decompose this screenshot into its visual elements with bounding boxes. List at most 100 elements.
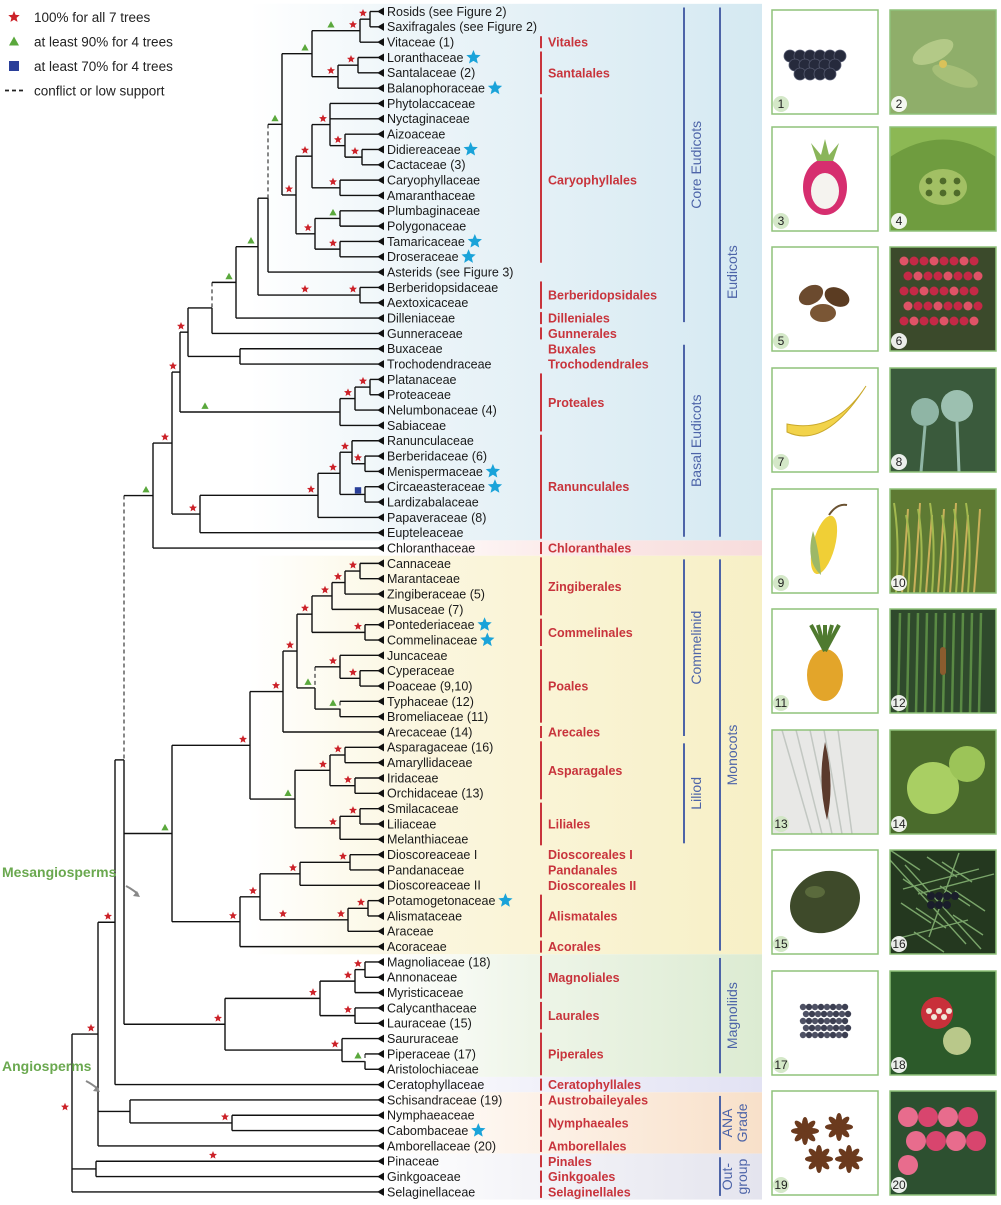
support-star [189, 503, 197, 512]
photo-shape [907, 762, 959, 814]
taxon-label: Polygonaceae [387, 220, 466, 234]
photo-shape [828, 503, 848, 516]
pepper-shape [805, 1017, 813, 1025]
order-label: Acorales [548, 940, 601, 954]
tip-arrowhead [377, 344, 384, 353]
support-star [334, 744, 342, 753]
support-star [354, 453, 362, 462]
photo-shape [935, 901, 943, 909]
photo-image [890, 247, 996, 351]
photo-number: 8 [896, 455, 903, 469]
pepper-shape [841, 1031, 849, 1039]
taxon-label: Ceratophyllaceae [387, 1078, 484, 1092]
photo-number: 2 [896, 97, 903, 111]
photo-corn: 9 [771, 488, 879, 594]
pepper-shape [826, 1010, 834, 1018]
order-label: Ranunculales [548, 480, 629, 494]
photo-frame [771, 608, 879, 714]
photo-shape [917, 873, 995, 895]
berry-shape [919, 286, 929, 296]
tip-arrowhead [377, 957, 384, 966]
photo-cattail: 12 [889, 608, 997, 714]
order-label: Proteales [548, 396, 604, 410]
support-triangle [161, 823, 169, 831]
magnoliid-band [380, 954, 762, 1077]
photo-shape [932, 612, 938, 713]
taxon-label: Nelumbonaceae (4) [387, 403, 497, 417]
photo-shape [939, 177, 947, 185]
photo-shape [939, 60, 947, 68]
taxon-label: Araceae [387, 925, 434, 939]
photo-shape [789, 870, 861, 934]
taxon-label: Aextoxicaceae [387, 296, 468, 310]
group-label-line: group [734, 1158, 750, 1194]
photo-shape [927, 892, 935, 900]
berry-shape [909, 256, 919, 266]
support-star [351, 146, 359, 155]
taxon-label: Nyctaginaceae [387, 112, 470, 126]
taxon-label: Pandanaceae [387, 863, 464, 877]
photo-shape [940, 647, 946, 675]
tip-arrowhead [377, 942, 384, 951]
pepper-shape [832, 1024, 840, 1032]
support-star [344, 775, 352, 784]
tip-arrowhead [377, 237, 384, 246]
support-star [329, 463, 337, 471]
tip-arrowhead [377, 881, 384, 890]
taxon-label: Sabiaceae [387, 419, 446, 433]
photo-number-badge [773, 1177, 789, 1193]
highlight-star-icon [498, 893, 513, 907]
photo-image [807, 624, 843, 701]
tip-arrowhead [377, 911, 384, 920]
photo-amborella-fruit: 20 [889, 1090, 997, 1196]
tip-arrowhead [377, 84, 384, 93]
taxon-label: Eupteleaceae [387, 526, 464, 540]
photo-number-badge [773, 695, 789, 711]
photo-shape [810, 531, 821, 575]
legend-label: conflict or low support [34, 84, 165, 99]
photo-shape [919, 425, 927, 472]
support-star [309, 988, 317, 996]
support-star [209, 1151, 217, 1159]
tip-arrowhead [377, 774, 384, 782]
photo-background [772, 247, 878, 351]
taxon-label: Zingiberaceae (5) [387, 587, 485, 601]
taxon-label: Dioscoreaceae I [387, 848, 477, 862]
photo-image [799, 1003, 852, 1039]
support-star [319, 760, 327, 768]
tip-arrowhead [377, 390, 384, 399]
photo-shape [953, 177, 961, 185]
taxon-label: Didiereaceae [387, 143, 461, 157]
photo-shape [951, 892, 959, 900]
tip-arrowhead [377, 743, 384, 752]
support-star [349, 806, 357, 814]
support-star [319, 114, 327, 122]
support-star [161, 432, 169, 441]
support-star [349, 668, 357, 676]
photo-image [803, 139, 847, 215]
support-star [214, 1014, 222, 1022]
order-label: Gunnerales [548, 327, 617, 341]
taxon-label: Cyperaceae [387, 664, 454, 678]
pepper-shape [841, 1003, 849, 1011]
highlight-star-icon [471, 1123, 486, 1137]
support-triangle [301, 44, 309, 51]
berry-shape [933, 301, 943, 311]
angiosperms-arrowhead [93, 1086, 100, 1092]
berry-shape [959, 316, 969, 326]
pepper-shape [799, 1031, 807, 1039]
support-star [327, 66, 335, 75]
taxon-label: Calycanthaceae [387, 1001, 477, 1015]
highlight-star-icon [485, 463, 501, 478]
photo-frame [771, 1090, 879, 1196]
photo-image [890, 850, 996, 954]
legend-label: 100% for all 7 trees [34, 10, 151, 25]
tip-arrowhead [377, 1126, 384, 1135]
taxon-label: Buxaceae [387, 342, 443, 356]
berry-shape [903, 271, 913, 281]
support-star [301, 603, 309, 612]
taxon-label: Santalaceae (2) [387, 66, 475, 80]
photo-shape [919, 169, 967, 205]
